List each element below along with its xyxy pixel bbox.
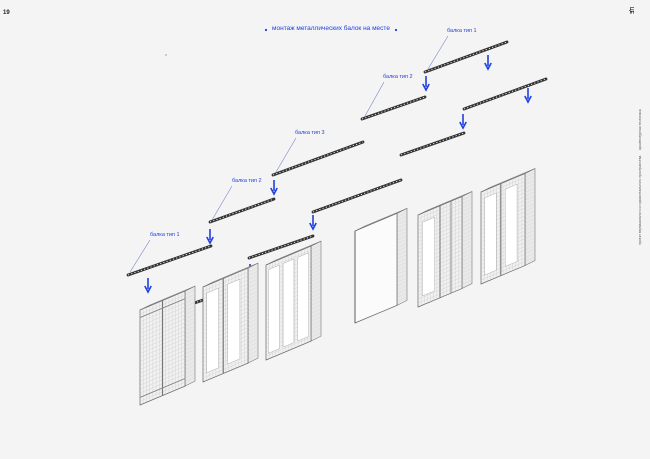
beam-holes	[209, 198, 275, 223]
beam-holes	[424, 41, 508, 73]
panel-5	[417, 191, 473, 308]
beam	[311, 178, 403, 214]
beam-label-1: балка тип 1	[150, 232, 180, 238]
beam	[126, 244, 213, 277]
down-arrow-head	[524, 95, 532, 104]
panel-3	[265, 240, 322, 361]
leader-line	[211, 185, 233, 221]
down-arrow-head	[270, 187, 278, 196]
panel-6	[480, 168, 536, 285]
beam-holes	[248, 235, 314, 259]
diagram-title: монтаж металлических балок на месте	[272, 25, 390, 32]
leader-line	[275, 137, 297, 173]
beam-holes	[463, 78, 547, 110]
down-arrow-head	[422, 83, 430, 92]
down-arrow-head	[144, 285, 152, 294]
beam	[462, 77, 548, 111]
leader-line	[364, 81, 385, 117]
panel-1	[139, 285, 196, 406]
panel-2	[202, 262, 259, 383]
down-arrow-head	[206, 236, 214, 245]
beam-label-5: балка тип 1	[447, 28, 477, 34]
panel-4	[354, 207, 408, 324]
beam-holes	[361, 96, 426, 120]
title-dot	[394, 28, 398, 32]
beam-label-3: балка тип 3	[295, 130, 325, 136]
marker-dot	[165, 54, 167, 56]
beam-holes	[400, 132, 465, 156]
beam	[360, 95, 427, 121]
beam	[399, 131, 466, 157]
down-arrow-head	[459, 121, 467, 130]
down-arrow-head	[309, 222, 317, 231]
beam-holes	[272, 141, 364, 176]
beam-label-4: балка тип 2	[383, 74, 413, 80]
leader-line	[129, 239, 151, 273]
title-dot	[264, 28, 268, 32]
beam-label-2: балка тип 2	[232, 178, 262, 184]
page-number: 19	[3, 10, 10, 16]
down-arrow-head	[484, 62, 492, 71]
leader-line	[427, 35, 449, 70]
beam	[423, 40, 509, 74]
beam-holes	[127, 245, 212, 276]
